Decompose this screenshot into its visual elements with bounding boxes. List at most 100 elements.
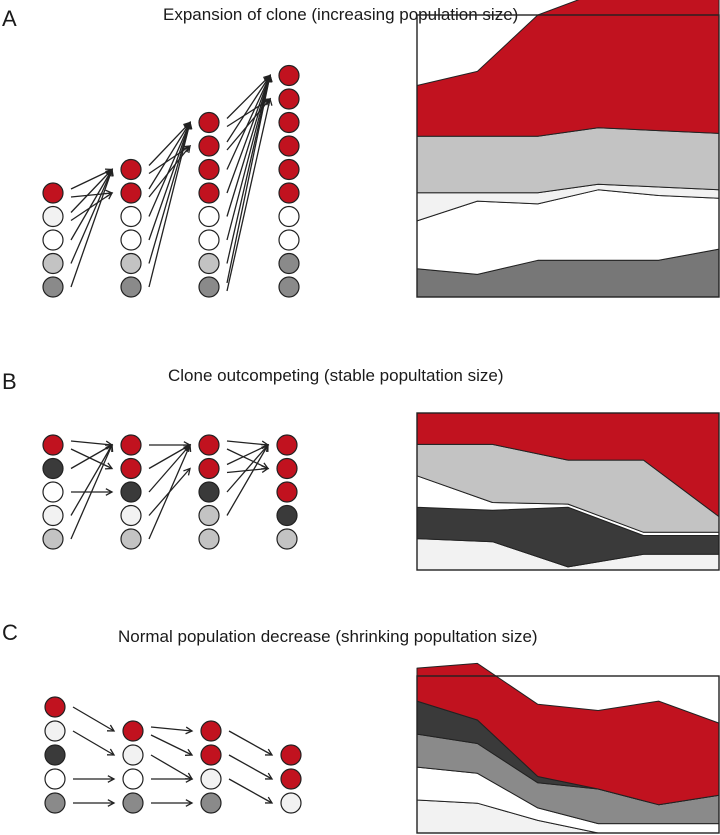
cell-circle — [44, 792, 66, 814]
area-layer-light-gray — [416, 127, 720, 194]
cell-circle — [278, 158, 300, 181]
cell-circle — [42, 504, 64, 527]
transition-arrow — [73, 799, 116, 807]
cell-circle — [44, 768, 66, 790]
chart-frame — [416, 675, 720, 834]
cell-circle — [120, 434, 142, 456]
panel-c-title: Normal population decrease (shrinking po… — [118, 627, 538, 646]
cell-circle — [276, 504, 298, 527]
cell-circle — [198, 276, 220, 298]
cell-circle — [42, 528, 64, 550]
transition-arrow — [148, 121, 191, 190]
transition-arrow — [70, 443, 113, 516]
chart-frame — [416, 14, 720, 298]
cell-circle — [278, 205, 300, 228]
cell-circle — [120, 481, 142, 503]
transition-arrow — [72, 706, 116, 732]
cell-circle — [278, 135, 300, 157]
panel-a-letter: A — [2, 6, 17, 31]
cell-circle — [122, 768, 144, 790]
transition-arrow — [226, 465, 270, 474]
cell-circle — [42, 434, 64, 456]
panel-a-cell-diagram — [42, 64, 300, 298]
cell-circle — [198, 481, 220, 503]
panel-c-area-chart — [416, 662, 720, 834]
transition-arrow — [148, 443, 191, 493]
cell-circle — [280, 768, 302, 790]
panel-b-area-chart — [416, 412, 720, 571]
transition-arrow — [150, 754, 194, 780]
transition-arrow — [148, 444, 192, 470]
cell-circle — [198, 528, 220, 550]
panel-b-letter: B — [2, 369, 17, 394]
cell-circle — [278, 252, 300, 275]
transition-arrow — [228, 730, 274, 756]
transition-arrow — [148, 443, 192, 540]
cell-circle — [198, 182, 220, 204]
cell-circle — [44, 744, 66, 766]
cell-circle — [278, 276, 300, 298]
cell-circle — [42, 229, 64, 251]
panel-c-cell-diagram — [44, 696, 302, 814]
cell-circle — [120, 158, 142, 181]
cell-circle — [200, 720, 222, 742]
transition-arrow — [150, 726, 194, 735]
transition-arrow — [226, 443, 269, 516]
cell-circle — [200, 744, 222, 766]
cell-circle — [198, 229, 220, 251]
chart-frame — [416, 412, 720, 571]
cell-circle — [278, 229, 300, 251]
cell-circle — [120, 528, 142, 550]
cell-circle — [276, 481, 298, 503]
cell-circle — [42, 205, 64, 228]
cell-circle — [42, 457, 64, 480]
cell-circle — [198, 457, 220, 480]
cell-circle — [198, 111, 220, 134]
panel-b-title: Clone outcompeting (stable popultation s… — [168, 366, 503, 385]
transition-arrow — [150, 734, 194, 756]
transition-arrow — [226, 97, 273, 292]
panel-b: B Clone outcompeting (stable popultation… — [2, 366, 720, 571]
cell-circle — [276, 528, 298, 550]
panel-a-title: Expansion of clone (increasing populatio… — [163, 5, 518, 24]
cell-circle — [200, 768, 222, 790]
cell-circle — [44, 696, 66, 718]
transition-arrow — [228, 754, 274, 780]
cell-circle — [278, 88, 300, 110]
cell-circle — [120, 504, 142, 527]
cell-circle — [280, 744, 302, 766]
panel-a-area-chart — [416, 0, 720, 298]
transition-arrow — [148, 121, 193, 288]
transition-arrow — [72, 730, 116, 756]
cell-circle — [278, 111, 300, 134]
cell-circle — [120, 182, 142, 204]
transition-arrow — [73, 775, 116, 783]
cell-circle — [198, 434, 220, 456]
transition-arrow — [70, 448, 114, 470]
cell-circle — [198, 135, 220, 157]
cell-circle — [280, 792, 302, 814]
transition-arrow — [226, 74, 273, 284]
panel-c-letter: C — [2, 620, 18, 645]
cell-circle — [122, 744, 144, 766]
transition-arrow — [70, 443, 114, 540]
cell-circle — [200, 792, 222, 814]
cell-circle — [198, 205, 220, 228]
cell-circle — [122, 792, 144, 814]
transition-arrow — [70, 440, 114, 449]
panel-c: C Normal population decrease (shrinking … — [2, 620, 720, 834]
transition-arrow — [151, 799, 194, 807]
cell-circle — [42, 481, 64, 503]
cell-circle — [120, 252, 142, 275]
transition-arrow — [151, 775, 194, 783]
cell-circle — [44, 720, 66, 742]
transition-arrow — [148, 144, 191, 198]
panel-a: A Expansion of clone (increasing populat… — [2, 0, 720, 298]
cell-circle — [198, 158, 220, 181]
cell-circle — [276, 457, 298, 480]
cell-circle — [120, 229, 142, 251]
cell-circle — [120, 276, 142, 298]
transition-arrow — [228, 778, 274, 804]
panel-b-cell-diagram — [42, 434, 298, 550]
